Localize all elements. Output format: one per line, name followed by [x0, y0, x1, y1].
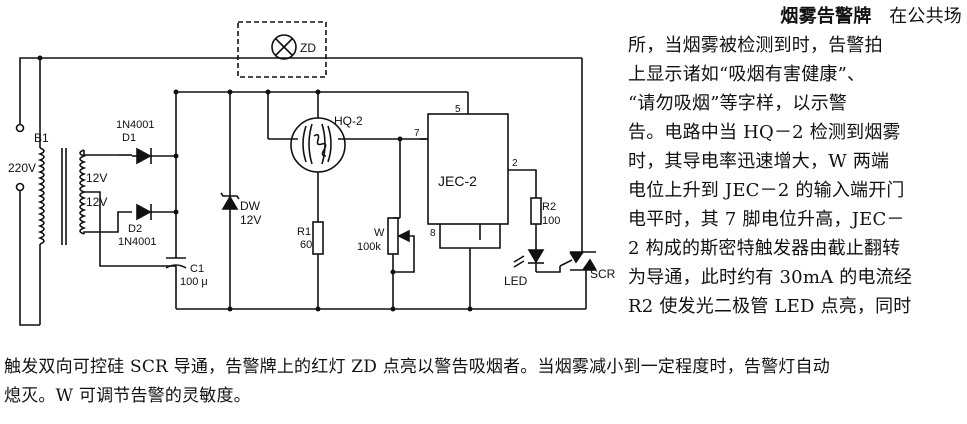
w-value-label: 100k [357, 241, 381, 253]
ic-label: JEC-2 [438, 173, 477, 189]
transformer-label: B1 [34, 131, 49, 145]
article-right-column: 烟雾告警牌 在公共场 所，当烟雾被检测到时，告警拍 上显示诸如“吸烟有害健康”、… [628, 2, 962, 321]
article-line: 告。电路中当 HQ－2 检测到烟雾 [628, 122, 901, 143]
article-bottom: 触发双向可控硅 SCR 导通，告警牌上的红灯 ZD 点亮以警告吸烟者。当烟雾减小… [4, 353, 962, 411]
article-line: 触发双向可控硅 SCR 导通，告警牌上的红灯 ZD 点亮以警告吸烟者。当烟雾减小… [4, 357, 830, 377]
pin2-label: 2 [512, 158, 518, 169]
pin8-label: 8 [430, 228, 436, 239]
c1-value-label: 100 μ [180, 276, 208, 288]
d1-ref-label: D1 [122, 132, 136, 144]
scr-label: SCR [590, 267, 616, 281]
article-line: 2 构成的斯密特触发器由截止翻转 [628, 238, 901, 259]
winding2-label: 12V [86, 195, 107, 209]
article-line: 烟雾告警牌 在公共场 [780, 6, 962, 27]
article-line: 电位上升到 JEC－2 的输入端开门 [628, 180, 905, 201]
r1-value-label: 60 [300, 239, 312, 251]
mains-label: 220V [8, 161, 36, 175]
dw-ref-label: DW [240, 199, 261, 213]
d2-ref-label: D2 [128, 223, 142, 235]
sensor-label: HQ-2 [334, 114, 363, 128]
winding1-label: 12V [86, 171, 107, 185]
article-line: 所，当烟雾被检测到时，告警拍 [628, 35, 883, 56]
led-label: LED [504, 274, 528, 288]
c1-ref-label: C1 [190, 263, 204, 275]
article-line: 熄灭。W 可调节告警的灵敏度。 [4, 386, 251, 406]
lamp-label: ZD [300, 41, 316, 55]
article-line: R2 使发光二极管 LED 点亮，同时 [628, 296, 912, 317]
article-line: 上显示诸如“吸烟有害健康”、 [628, 64, 866, 85]
article-line: 时，其导电率迅速增大，W 两端 [628, 151, 890, 172]
article-title: 烟雾告警牌 [780, 6, 872, 27]
article-line: 为导通，此时约有 30mA 的电流经 [628, 267, 913, 288]
pin5-label: 5 [455, 104, 461, 115]
r2-value-label: 100 [542, 215, 560, 227]
circuit-diagram: 220V B1 12V 12V 1N4001 D1 D2 1N4001 C1 1… [8, 21, 616, 326]
d1-part-label: 1N4001 [116, 119, 155, 131]
d2-part-label: 1N4001 [118, 236, 157, 248]
article-line: “请勿吸烟”等字样，以示警 [628, 93, 848, 114]
w-ref-label: W [374, 227, 385, 239]
pin7-label: 7 [414, 128, 420, 139]
r1-ref-label: R1 [297, 226, 311, 238]
dw-value-label: 12V [240, 213, 261, 227]
r2-ref-label: R2 [542, 201, 556, 213]
article-line: 电平时，其 7 脚电位升高，JEC－ [628, 209, 905, 230]
